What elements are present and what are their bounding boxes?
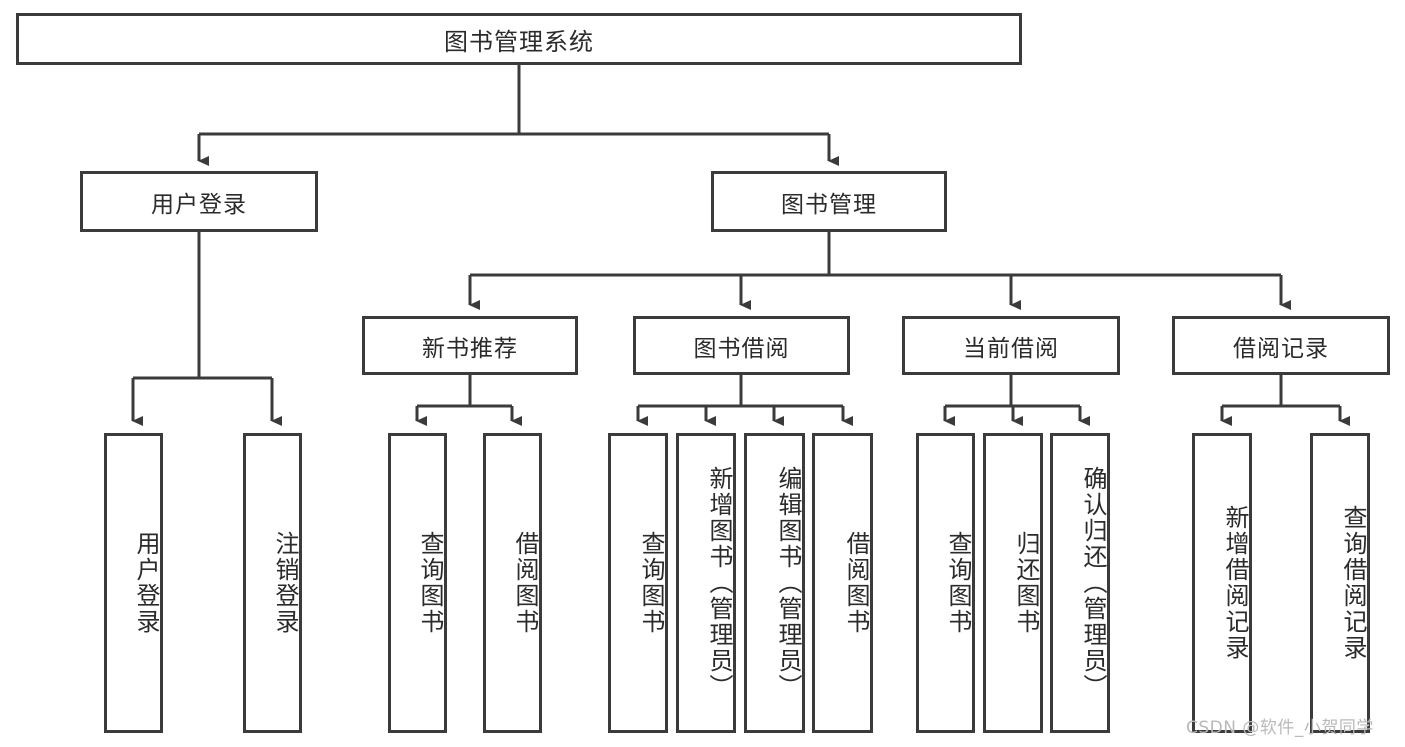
leaf-borrow-book-label: 借阅图书: [842, 531, 870, 635]
leaf-borrow-book-recommend-label: 借阅图书: [511, 531, 539, 635]
leaf-confirm-return-admin-label: 确认归还（管理员）: [1079, 466, 1107, 700]
leaf-logout[interactable]: 注销登录: [243, 433, 302, 733]
node-book-borrow-label: 图书借阅: [693, 335, 790, 362]
leaf-add-book-admin-label: 新增图书（管理员）: [705, 466, 733, 700]
node-borrow-record[interactable]: 借阅记录: [1172, 316, 1390, 375]
leaf-query-book-recommend[interactable]: 查询图书: [388, 433, 447, 733]
leaf-query-book-recommend-label: 查询图书: [416, 531, 444, 635]
leaf-user-login-label: 用户登录: [132, 531, 160, 635]
leaf-borrow-book-recommend[interactable]: 借阅图书: [483, 433, 542, 733]
watermark: CSDN @软件_小贺同学: [1186, 718, 1374, 738]
leaf-confirm-return-admin[interactable]: 确认归还（管理员）: [1050, 433, 1110, 733]
leaf-logout-label: 注销登录: [271, 531, 299, 635]
node-new-book-recommend-label: 新书推荐: [422, 335, 518, 362]
leaf-edit-book-admin-label: 编辑图书（管理员）: [774, 466, 802, 700]
leaf-edit-book-admin[interactable]: 编辑图书（管理员）: [744, 433, 805, 733]
node-new-book-recommend[interactable]: 新书推荐: [362, 316, 578, 375]
leaf-query-borrow-record[interactable]: 查询借阅记录: [1310, 433, 1370, 733]
node-root[interactable]: 图书管理系统: [16, 13, 1022, 65]
node-current-borrow-label: 当前借阅: [963, 335, 1059, 362]
leaf-return-book[interactable]: 归还图书: [983, 433, 1043, 733]
leaf-user-login[interactable]: 用户登录: [104, 433, 163, 733]
leaf-query-borrow-record-label: 查询借阅记录: [1339, 505, 1367, 661]
node-book-management-label: 图书管理: [781, 191, 877, 218]
leaf-return-book-label: 归还图书: [1012, 531, 1040, 635]
leaf-query-book-current-label: 查询图书: [944, 531, 972, 635]
leaf-add-borrow-record[interactable]: 新增借阅记录: [1192, 433, 1252, 733]
node-root-label: 图书管理系统: [444, 27, 594, 56]
leaf-borrow-book[interactable]: 借阅图书: [812, 433, 873, 733]
node-book-management[interactable]: 图书管理: [711, 171, 947, 232]
node-user-login[interactable]: 用户登录: [80, 171, 318, 232]
leaf-add-borrow-record-label: 新增借阅记录: [1221, 505, 1249, 661]
leaf-query-book-borrow[interactable]: 查询图书: [608, 433, 668, 733]
node-current-borrow[interactable]: 当前借阅: [902, 316, 1120, 375]
node-book-borrow[interactable]: 图书借阅: [633, 316, 850, 375]
leaf-add-book-admin[interactable]: 新增图书（管理员）: [676, 433, 736, 733]
leaf-query-book-current[interactable]: 查询图书: [916, 433, 975, 733]
leaf-query-book-borrow-label: 查询图书: [637, 531, 665, 635]
node-borrow-record-label: 借阅记录: [1233, 335, 1329, 362]
node-user-login-label: 用户登录: [151, 191, 247, 218]
